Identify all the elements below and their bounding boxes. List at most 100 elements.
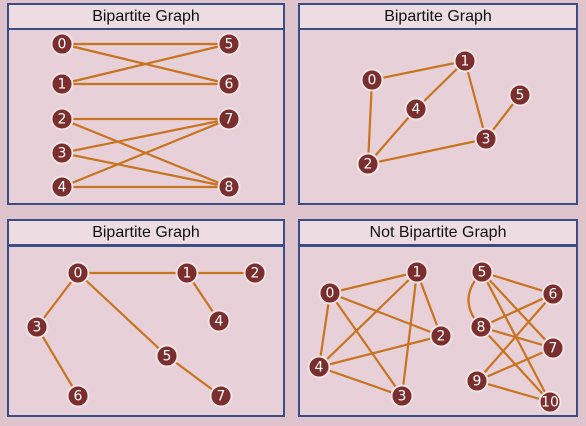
graph-node: 9 [465,369,489,393]
graph-node: 5 [155,344,179,368]
edge-0-5 [76,271,169,358]
node-label: 1 [183,266,192,282]
node-label: 5 [225,37,234,53]
node-circle [453,49,477,73]
node-label: 1 [461,54,470,70]
node-label: 0 [368,73,377,89]
node-label: 10 [541,395,559,411]
graph-node: 1 [50,72,74,96]
node-label: 5 [163,349,172,365]
edge-8-6 [479,292,555,329]
node-circle [360,68,384,92]
graph-panel-3: 0 1 2 4 3 5 6 8 7 9 10 [307,260,565,414]
graph-node: 5 [508,83,532,107]
node-label: 4 [315,360,324,376]
node-label: 0 [74,266,83,282]
node-label: 4 [215,314,224,330]
panel-title-top-right: Bipartite Graph [298,3,578,30]
node-label: 4 [412,102,421,118]
edge-1-3 [400,270,419,398]
edge-4-3 [317,365,404,398]
node-label: 6 [549,287,558,303]
graph-panel-0: 0 1 2 3 4 5 6 7 8 [50,32,241,199]
edge-0-1 [328,270,419,295]
graph-node: 0 [50,32,74,56]
node-label: 2 [58,112,67,128]
graph-node: 6 [217,72,241,96]
graph-node: 6 [541,282,565,306]
edge-5-6 [480,270,555,296]
node-circle [538,390,562,414]
graph-node: 3 [25,315,49,339]
edge-9-7 [475,346,555,383]
edge-4-2 [366,107,418,166]
node-label: 6 [74,389,83,405]
graph-node: 0 [318,281,342,305]
node-label: 5 [478,265,487,281]
node-circle [465,369,489,393]
graph-panel-1: 0 1 4 5 3 2 [356,49,532,176]
graph-node: 4 [207,309,231,333]
node-circle [66,384,90,408]
graph-node: 0 [360,68,384,92]
graph-node: 7 [217,107,241,131]
node-circle [318,281,342,305]
edge-9-6 [475,292,555,383]
edge-0-2 [366,78,374,166]
graph-node: 0 [66,261,90,285]
node-label: 2 [364,157,373,173]
graph-node: 1 [405,260,429,284]
graph-node: 4 [50,175,74,199]
graph-node: 7 [209,384,233,408]
graph-panel-2: 0 1 2 3 4 5 6 7 [25,261,267,408]
node-circle [243,261,267,285]
edge-0-4 [317,291,332,369]
node-circle [217,107,241,131]
panel-title-top-left: Bipartite Graph [7,3,285,30]
node-circle [50,32,74,56]
graph-node: 2 [356,152,380,176]
graph-node: 3 [390,384,414,408]
node-circle [404,97,428,121]
edge-3-8 [60,151,231,189]
edge-4-7 [60,117,231,189]
graph-node: 5 [217,32,241,56]
node-label: 1 [413,265,422,281]
node-label: 2 [251,266,260,282]
node-circle [217,32,241,56]
node-circle [175,261,199,285]
edge-8-7 [479,325,555,350]
node-label: 7 [549,341,558,357]
node-circle [474,127,498,151]
graph-node: 8 [217,175,241,199]
graph-node: 6 [66,384,90,408]
graph-node: 5 [470,260,494,284]
node-circle [50,72,74,96]
node-circle [541,282,565,306]
graph-node: 2 [243,261,267,285]
panel-title-bottom-left: Bipartite Graph [7,219,285,246]
graph-node: 8 [469,315,493,339]
node-label: 7 [217,389,226,405]
node-label: 3 [398,389,407,405]
node-circle [470,260,494,284]
node-label: 3 [482,132,491,148]
graph-node: 2 [50,107,74,131]
edge-0-2 [328,291,443,338]
graph-node: 3 [50,141,74,165]
graph-node: 1 [175,261,199,285]
graph-node: 7 [541,336,565,360]
node-circle [429,324,453,348]
node-label: 1 [58,77,67,93]
node-label: 5 [516,88,525,104]
node-label: 0 [58,37,67,53]
node-label: 3 [33,320,42,336]
node-circle [207,309,231,333]
node-circle [508,83,532,107]
edge-2-3 [366,137,488,166]
node-label: 2 [437,329,446,345]
node-circle [25,315,49,339]
node-label: 3 [58,146,67,162]
node-circle [356,152,380,176]
